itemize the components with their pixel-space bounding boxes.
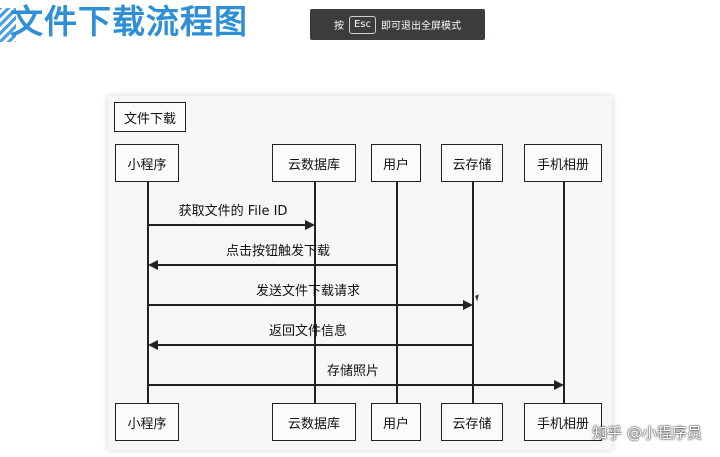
slide-title: 文件下载流程图: [10, 2, 248, 41]
message-arrow-return-info: [158, 344, 473, 346]
actor-top-user: 用户: [371, 144, 421, 182]
actor-top-cloud-storage: 云存储: [441, 144, 503, 182]
message-arrow-click-download: [158, 264, 397, 266]
message-arrow-send-request: [148, 304, 463, 306]
fullscreen-exit-toast: 按 Esc 即可退出全屏模式: [310, 9, 485, 40]
actor-top-phone-album: 手机相册: [524, 144, 602, 182]
mouse-cursor-icon: [475, 294, 481, 302]
toast-suffix: 即可退出全屏模式: [381, 21, 462, 32]
message-arrow-get-file-id: [148, 224, 305, 226]
actor-bottom-cloud-storage: 云存储: [441, 403, 503, 441]
lifeline-cloud-database: [314, 182, 316, 404]
arrow-head-left-icon: [148, 260, 158, 270]
actor-bottom-phone-album: 手机相册: [524, 403, 602, 441]
message-label-get-file-id: 获取文件的 File ID: [178, 204, 288, 219]
actor-top-mini-program: 小程序: [115, 144, 179, 182]
lifeline-mini-program: [147, 182, 149, 404]
lifeline-cloud-storage: [472, 182, 474, 404]
title-decoration: [0, 8, 16, 42]
diagram-frame-label: 文件下载: [114, 102, 186, 132]
sequence-diagram: 文件下载 小程序 云数据库 用户 云存储 手机相册 小程序 云数据库 用户 云存…: [108, 96, 612, 450]
arrow-head-right-icon: [305, 220, 315, 230]
message-label-return-info: 返回文件信息: [268, 324, 347, 339]
actor-bottom-cloud-database: 云数据库: [272, 403, 356, 441]
arrow-head-left-icon: [148, 340, 158, 350]
message-label-save-photo: 存储照片: [326, 364, 379, 379]
message-label-send-request: 发送文件下载请求: [255, 284, 360, 299]
watermark: 知乎 @小程序员: [592, 424, 702, 442]
message-label-click-download: 点击按钮触发下载: [225, 244, 330, 259]
actor-top-cloud-database: 云数据库: [272, 144, 356, 182]
actor-bottom-mini-program: 小程序: [115, 403, 179, 441]
toast-prefix: 按: [333, 21, 344, 32]
lifeline-phone-album: [563, 182, 565, 404]
arrow-head-right-icon: [554, 380, 564, 390]
slide-title-area: 文件下载流程图: [0, 0, 300, 46]
message-arrow-save-photo: [148, 384, 554, 386]
lifeline-user: [396, 182, 398, 404]
actor-bottom-user: 用户: [371, 403, 421, 441]
esc-key-badge: Esc: [348, 15, 377, 34]
arrow-head-right-icon: [463, 300, 473, 310]
